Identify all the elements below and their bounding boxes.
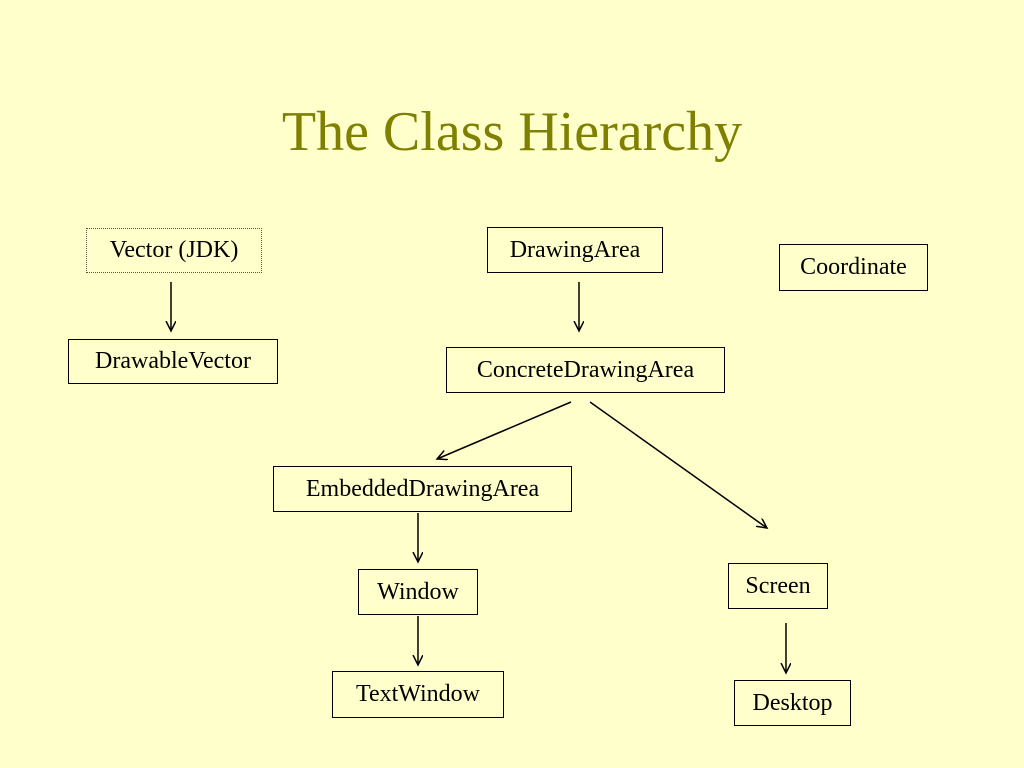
node-concrete-drawing-area: ConcreteDrawingArea bbox=[446, 347, 725, 393]
node-embedded-drawing-area: EmbeddedDrawingArea bbox=[273, 466, 572, 512]
node-drawing-area: DrawingArea bbox=[487, 227, 663, 273]
slide-title: The Class Hierarchy bbox=[281, 101, 743, 163]
arrow-concrete-to-screen bbox=[589, 401, 767, 528]
node-screen: Screen bbox=[728, 563, 828, 609]
node-coordinate: Coordinate bbox=[779, 244, 928, 291]
node-drawable-vector: DrawableVector bbox=[68, 339, 278, 384]
node-text-window: TextWindow bbox=[332, 671, 504, 718]
arrow-concrete-to-embedded bbox=[437, 401, 572, 459]
node-window: Window bbox=[358, 569, 478, 615]
node-desktop: Desktop bbox=[734, 680, 851, 726]
node-vector-jdk: Vector (JDK) bbox=[86, 228, 262, 273]
